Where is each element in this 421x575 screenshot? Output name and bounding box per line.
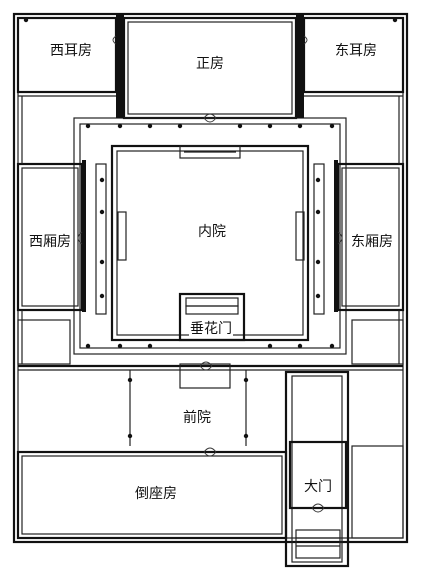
room-label-east-ear: 东耳房 [334, 43, 378, 59]
main-gate-steps [295, 529, 341, 559]
inner-court-inner-line [116, 150, 304, 336]
room-label-east-wing: 东厢房 [350, 234, 394, 250]
outer-wall [12, 12, 409, 544]
column-dots [23, 17, 398, 439]
room-label-floral-gate: 垂花门 [189, 321, 233, 337]
west-wing-wall-bar [82, 160, 86, 312]
room-label-inner-court: 内院 [197, 224, 227, 240]
reverse-house-inner-line [21, 455, 283, 535]
room-label-reverse-house: 倒座房 [134, 486, 178, 502]
corridor-inner [79, 123, 341, 349]
southeast-room [351, 445, 404, 539]
east-wing-wall-bar [334, 160, 338, 312]
main-gate-room [288, 440, 348, 510]
west-corridor-strip [95, 163, 107, 315]
north-east-post [296, 14, 304, 118]
east-court-bench [295, 211, 305, 261]
inner-court-outline [110, 144, 310, 342]
west-court-bench [117, 211, 127, 261]
floral-gate-base [179, 363, 231, 389]
east-small-room [351, 319, 404, 365]
room-label-main-gate: 大门 [303, 479, 333, 495]
floral-gate-outline [178, 292, 246, 342]
west-small-room [17, 319, 71, 365]
east-corridor-strip [313, 163, 325, 315]
floral-gate-steps-2 [185, 305, 239, 315]
floral-gate-steps-1 [185, 297, 239, 307]
room-label-main-hall: 正房 [195, 56, 225, 72]
corridor-outer [73, 117, 347, 355]
room-label-west-wing: 西厢房 [28, 234, 72, 250]
room-label-front-court: 前院 [182, 410, 212, 426]
main-hall-steps [179, 145, 241, 159]
door-marks [77, 35, 343, 513]
room-label-west-ear: 西耳房 [49, 43, 93, 59]
north-west-post [116, 14, 124, 118]
main-gate-passage [284, 370, 350, 568]
main-gate-passage-inner [291, 375, 343, 563]
